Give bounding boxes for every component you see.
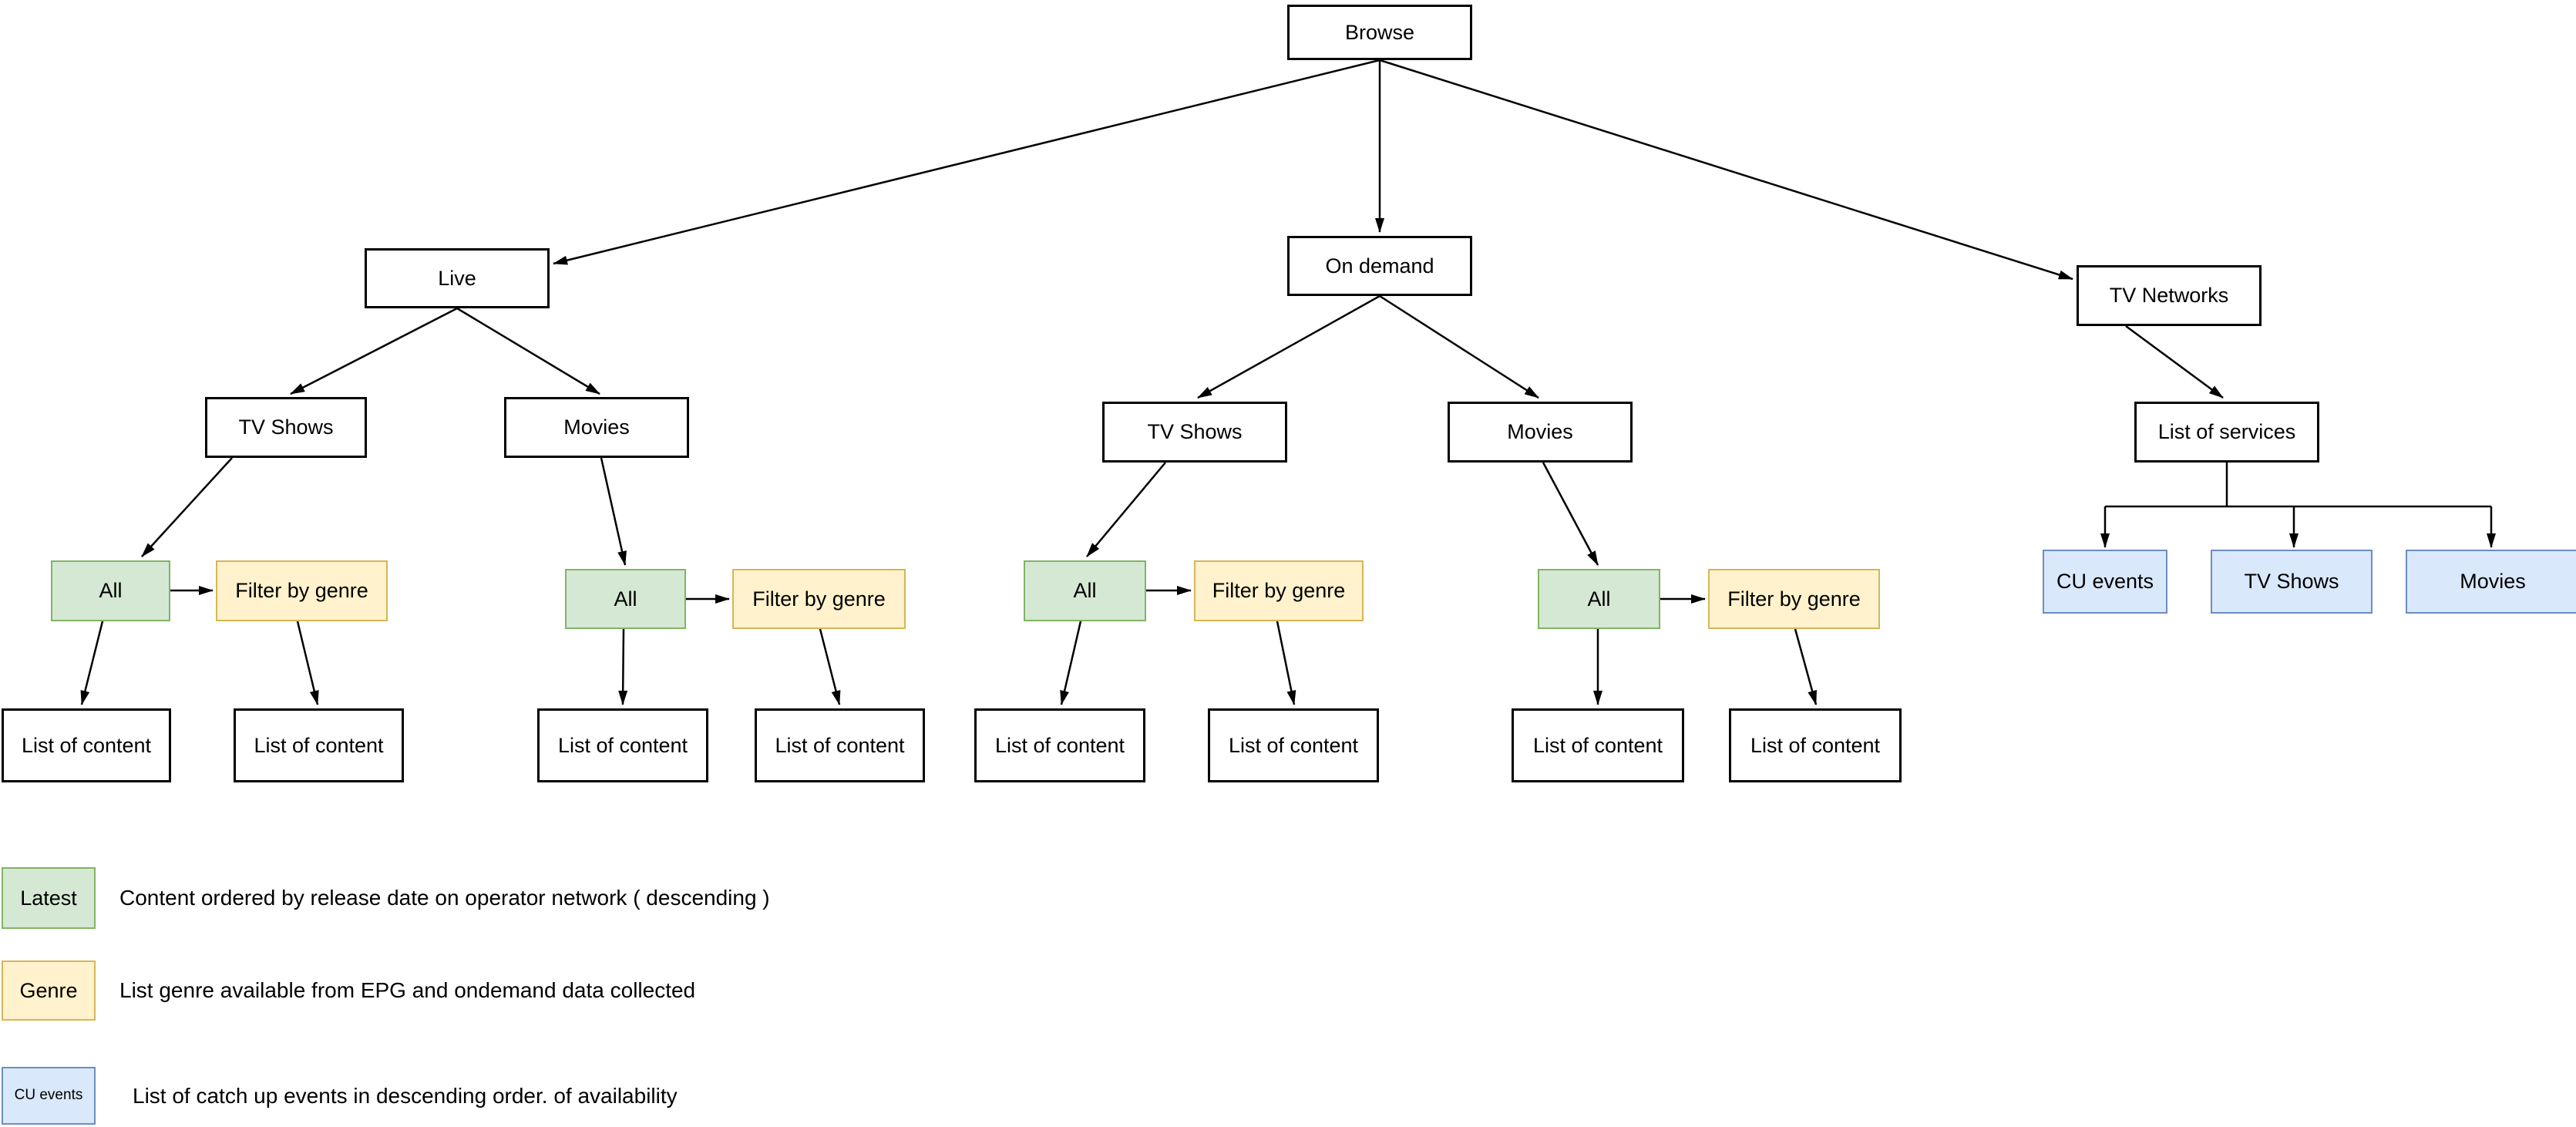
- node-label: CU events: [2056, 570, 2154, 594]
- node-list-of-content-2[interactable]: List of content: [234, 708, 404, 782]
- edge-live-movies: [456, 307, 600, 395]
- node-label: Filter by genre: [1727, 587, 1861, 611]
- node-label: List of content: [1750, 733, 1881, 757]
- node-filter-by-genre-live-movies[interactable]: Filter by genre: [732, 569, 906, 629]
- node-od-movies[interactable]: Movies: [1448, 402, 1633, 463]
- legend-swatch-latest[interactable]: Latest: [2, 867, 96, 929]
- edge-all3-loc5: [1060, 621, 1082, 705]
- edge-all2-loc3: [618, 628, 628, 705]
- node-label: Browse: [1344, 20, 1415, 44]
- node-label: On demand: [1325, 254, 1434, 278]
- node-od-tv-shows[interactable]: TV Shows: [1102, 402, 1287, 463]
- node-list-of-content-4[interactable]: List of content: [755, 708, 925, 782]
- node-list-of-content-1[interactable]: List of content: [2, 708, 171, 782]
- edge-movies-all2: [600, 457, 627, 566]
- node-all-od-tvshows[interactable]: All: [1024, 560, 1146, 621]
- legend-swatch-label: Genre: [19, 978, 78, 1002]
- node-label: All: [614, 587, 637, 611]
- node-tvn-tv-shows[interactable]: TV Shows: [2211, 550, 2373, 614]
- node-filter-by-genre-od-movies[interactable]: Filter by genre: [1708, 569, 1880, 629]
- edge-tvshows-all3: [1086, 462, 1166, 557]
- node-list-of-content-5[interactable]: List of content: [974, 708, 1145, 782]
- node-label: Filter by genre: [752, 587, 886, 611]
- node-label: List of content: [775, 733, 905, 757]
- edge-ondemand-movies: [1379, 294, 1539, 399]
- node-label: TV Networks: [2109, 284, 2229, 308]
- node-list-of-content-8[interactable]: List of content: [1729, 708, 1902, 782]
- node-live-movies[interactable]: Movies: [504, 397, 689, 458]
- node-label: TV Shows: [1147, 420, 1243, 444]
- node-cu-events[interactable]: CU events: [2043, 550, 2167, 614]
- node-label: List of content: [557, 733, 688, 757]
- node-tv-networks[interactable]: TV Networks: [2077, 265, 2262, 326]
- node-list-of-content-6[interactable]: List of content: [1208, 708, 1379, 782]
- edge-browse-tvnetworks: [1379, 59, 2073, 281]
- legend-swatch-cu-events[interactable]: CU events: [2, 1067, 96, 1125]
- node-list-of-services[interactable]: List of services: [2134, 402, 2319, 463]
- edge-fbg3-loc6: [1276, 621, 1296, 705]
- node-label: Movies: [1507, 420, 1573, 444]
- legend-description-genre: List genre available from EPG and ondema…: [119, 978, 696, 1002]
- node-label: List of content: [1532, 733, 1663, 757]
- edge-all1-loc1: [80, 621, 104, 705]
- node-label: List of content: [994, 733, 1125, 757]
- node-label: List of content: [21, 733, 152, 757]
- edge-live-tvshows: [290, 307, 458, 395]
- legend-swatch-label: Latest: [20, 886, 77, 910]
- edge-fbg2-loc4: [819, 628, 841, 705]
- edge-browse-live: [553, 59, 1380, 265]
- node-label: Live: [438, 266, 476, 290]
- edge-fbg4-loc8: [1794, 628, 1818, 705]
- edge-ondemand-tvshows: [1197, 294, 1380, 399]
- node-label: TV Shows: [2244, 570, 2339, 594]
- edge-tvnetworks-services: [2125, 325, 2224, 399]
- node-live[interactable]: Live: [365, 248, 550, 308]
- node-list-of-content-3[interactable]: List of content: [537, 708, 708, 782]
- legend-swatch-genre[interactable]: Genre: [2, 960, 96, 1021]
- node-label: List of content: [1228, 733, 1359, 757]
- node-label: All: [1587, 587, 1611, 611]
- node-label: Filter by genre: [235, 579, 368, 603]
- legend-description-latest: Content ordered by release date on opera…: [119, 886, 770, 910]
- node-label: Movies: [563, 415, 630, 439]
- node-filter-by-genre-od-tvshows[interactable]: Filter by genre: [1194, 560, 1364, 621]
- node-all-od-movies[interactable]: All: [1538, 569, 1660, 629]
- edge-tvshows-all1: [141, 457, 233, 557]
- node-filter-by-genre-live-tvshows[interactable]: Filter by genre: [216, 560, 388, 621]
- legend-swatch-label: CU events: [14, 1087, 83, 1104]
- legend-description-cu-events: List of catch up events in descending or…: [133, 1083, 678, 1108]
- node-all-live-tvshows[interactable]: All: [51, 560, 170, 621]
- node-label: All: [99, 579, 123, 603]
- node-label: List of services: [2157, 420, 2296, 444]
- node-label: List of content: [254, 733, 384, 757]
- node-list-of-content-7[interactable]: List of content: [1512, 708, 1684, 782]
- node-label: Filter by genre: [1212, 579, 1346, 603]
- node-label: All: [1073, 579, 1097, 603]
- edge-fbg1-loc2: [296, 621, 319, 705]
- node-on-demand[interactable]: On demand: [1287, 236, 1472, 296]
- node-tvn-movies[interactable]: Movies: [2406, 550, 2576, 614]
- node-browse[interactable]: Browse: [1287, 5, 1472, 60]
- node-live-tv-shows[interactable]: TV Shows: [205, 397, 367, 458]
- node-label: Movies: [2460, 570, 2526, 594]
- node-label: TV Shows: [238, 415, 334, 439]
- edge-movies-all4: [1542, 462, 1599, 566]
- node-all-live-movies[interactable]: All: [565, 569, 686, 629]
